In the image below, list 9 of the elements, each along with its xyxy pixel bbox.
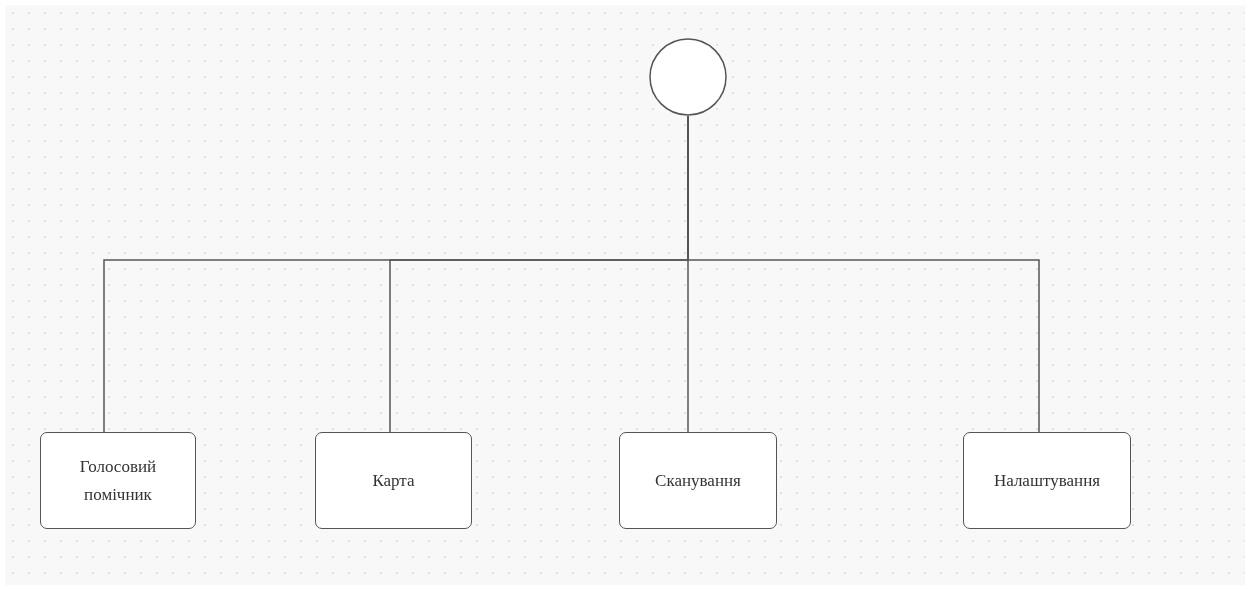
box-label: Карта	[372, 469, 415, 492]
box-label: Сканування	[655, 469, 741, 492]
menu-box	[963, 432, 1131, 529]
menu-box	[315, 432, 472, 529]
box-label: Налаштування	[993, 469, 1101, 492]
box-label: Голосовий помічник	[78, 456, 158, 506]
menu-box	[619, 432, 777, 529]
circle-node	[649, 38, 727, 116]
menu-box	[40, 432, 196, 529]
